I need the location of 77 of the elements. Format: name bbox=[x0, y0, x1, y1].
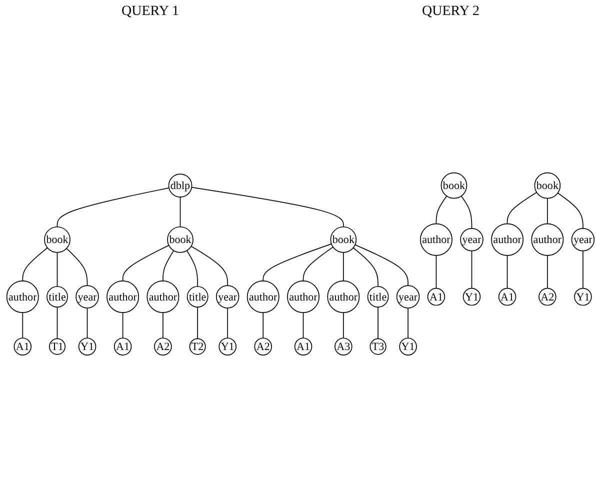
node-circle: Y1 bbox=[399, 338, 417, 356]
connector bbox=[180, 196, 181, 228]
node-circle: year bbox=[76, 285, 99, 308]
connector bbox=[190, 246, 228, 286]
node-circle: Y1 bbox=[218, 338, 236, 356]
node-circle: author bbox=[491, 223, 524, 256]
node-circle: T1 bbox=[49, 338, 66, 355]
node-circle: author bbox=[146, 280, 180, 314]
node-circle: T2 bbox=[189, 338, 206, 355]
node-circle: A3 bbox=[334, 338, 352, 356]
connector bbox=[56, 306, 58, 340]
node-circle: author bbox=[531, 223, 564, 256]
connector bbox=[56, 188, 170, 228]
connector bbox=[547, 198, 548, 224]
node-circle: A1 bbox=[427, 288, 446, 306]
node-circle: author bbox=[246, 280, 280, 314]
node-circle: book bbox=[440, 172, 468, 199]
connector bbox=[262, 244, 332, 282]
connector bbox=[22, 312, 24, 339]
node-circle: book bbox=[330, 226, 357, 253]
connector bbox=[191, 186, 344, 228]
connector bbox=[506, 255, 508, 289]
node-circle: author bbox=[327, 280, 360, 314]
connector bbox=[56, 252, 58, 287]
node-circle: book bbox=[167, 226, 194, 253]
connector bbox=[22, 247, 48, 282]
connector bbox=[352, 247, 378, 287]
node-circle: A2 bbox=[538, 288, 556, 306]
connector bbox=[197, 306, 198, 340]
node-circle: A2 bbox=[154, 338, 172, 356]
node-circle: A1 bbox=[294, 338, 312, 356]
node-circle: year bbox=[571, 228, 595, 252]
query-label: QUERY 1 bbox=[122, 4, 179, 20]
connector bbox=[343, 312, 344, 339]
connector bbox=[343, 252, 344, 282]
connector bbox=[162, 250, 174, 282]
node-circle: title bbox=[46, 286, 68, 308]
node-circle: A1 bbox=[14, 338, 32, 356]
node-circle: A2 bbox=[254, 338, 272, 356]
node-circle: Y1 bbox=[78, 338, 96, 356]
node-circle: dblp bbox=[168, 174, 192, 198]
connector bbox=[122, 244, 170, 282]
node-circle: book bbox=[44, 226, 70, 253]
node-circle: year bbox=[460, 228, 484, 252]
query-label: QUERY 2 bbox=[422, 4, 480, 20]
node-circle: Y1 bbox=[462, 288, 481, 306]
connector bbox=[162, 312, 164, 339]
connector bbox=[582, 250, 584, 289]
connector bbox=[506, 192, 538, 224]
connector bbox=[86, 308, 88, 339]
connector bbox=[354, 244, 408, 286]
node-circle: author bbox=[287, 280, 320, 314]
node-circle: author bbox=[420, 223, 452, 256]
connector bbox=[471, 250, 472, 289]
connector bbox=[302, 246, 334, 282]
connector bbox=[186, 250, 198, 287]
node-circle: author bbox=[106, 280, 140, 314]
connector bbox=[227, 308, 228, 339]
node-circle: year bbox=[396, 285, 420, 308]
node-circle: author bbox=[6, 280, 39, 314]
node-circle: year bbox=[216, 285, 240, 308]
connector bbox=[547, 255, 548, 289]
node-circle: T3 bbox=[370, 338, 386, 355]
connector bbox=[557, 192, 584, 229]
node-circle: Y1 bbox=[574, 288, 592, 306]
connector bbox=[436, 196, 448, 224]
node-circle: book bbox=[534, 172, 561, 199]
connector bbox=[436, 255, 437, 289]
connector bbox=[262, 312, 264, 339]
connector bbox=[66, 248, 88, 286]
connector bbox=[460, 196, 472, 229]
connector bbox=[302, 312, 304, 339]
node-circle: title bbox=[367, 286, 389, 308]
node-circle: title bbox=[186, 286, 208, 308]
node-circle: A1 bbox=[114, 338, 132, 356]
connector bbox=[122, 312, 124, 339]
node-circle: A1 bbox=[498, 288, 516, 306]
